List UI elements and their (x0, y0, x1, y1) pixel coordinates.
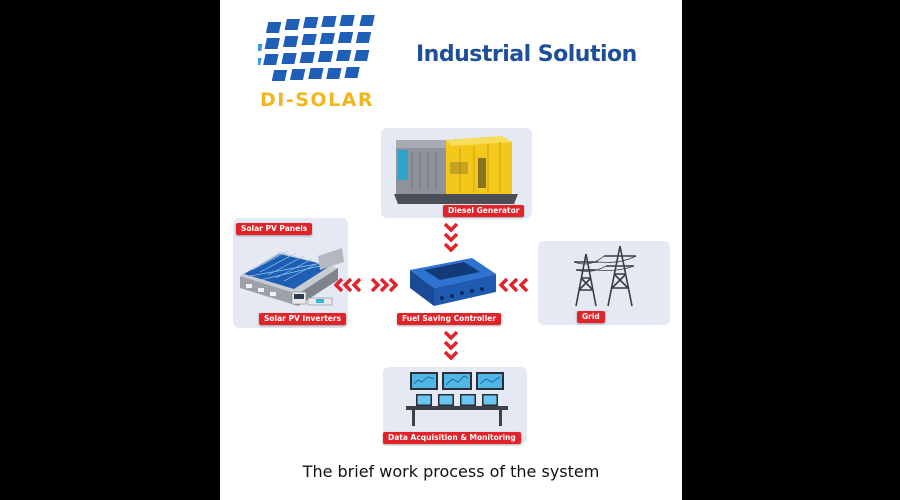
logo-brand-text: DI-SOLAR (260, 89, 375, 111)
solar-pv-inverters-label: Solar PV Inverters (259, 313, 347, 325)
diesel-generator-icon (394, 136, 518, 204)
generator-to-controller-arrow-icon (443, 222, 459, 253)
diagram-caption: The brief work process of the system (302, 462, 600, 481)
solar-pv-panels-label: Solar PV Panels (236, 223, 313, 235)
solar-to-controller-arrow-icon (370, 277, 398, 293)
grid-to-controller-arrow-icon (498, 277, 529, 293)
power-grid-towers-icon (573, 245, 637, 307)
monitoring-label: Data Acquisition & Monitoring (383, 432, 521, 444)
diagram-canvas: DI-SOLAR Industrial Solution (220, 0, 682, 500)
monitoring-station-icon (406, 372, 508, 426)
page-title: Industrial Solution (416, 42, 637, 67)
solar-cells-logo-icon (258, 15, 375, 81)
diesel-generator-label: Diesel Generator (443, 205, 525, 217)
grid-label: Grid (577, 311, 605, 323)
controller-to-solar-arrow-icon (334, 277, 362, 293)
di-solar-logo: DI-SOLAR (258, 14, 388, 111)
fuel-saving-controller-label: Fuel Saving Controller (397, 313, 501, 325)
controller-to-monitoring-arrow-icon (443, 330, 459, 361)
solar-factory-icon (240, 248, 344, 306)
fuel-saving-controller-icon (410, 258, 496, 306)
